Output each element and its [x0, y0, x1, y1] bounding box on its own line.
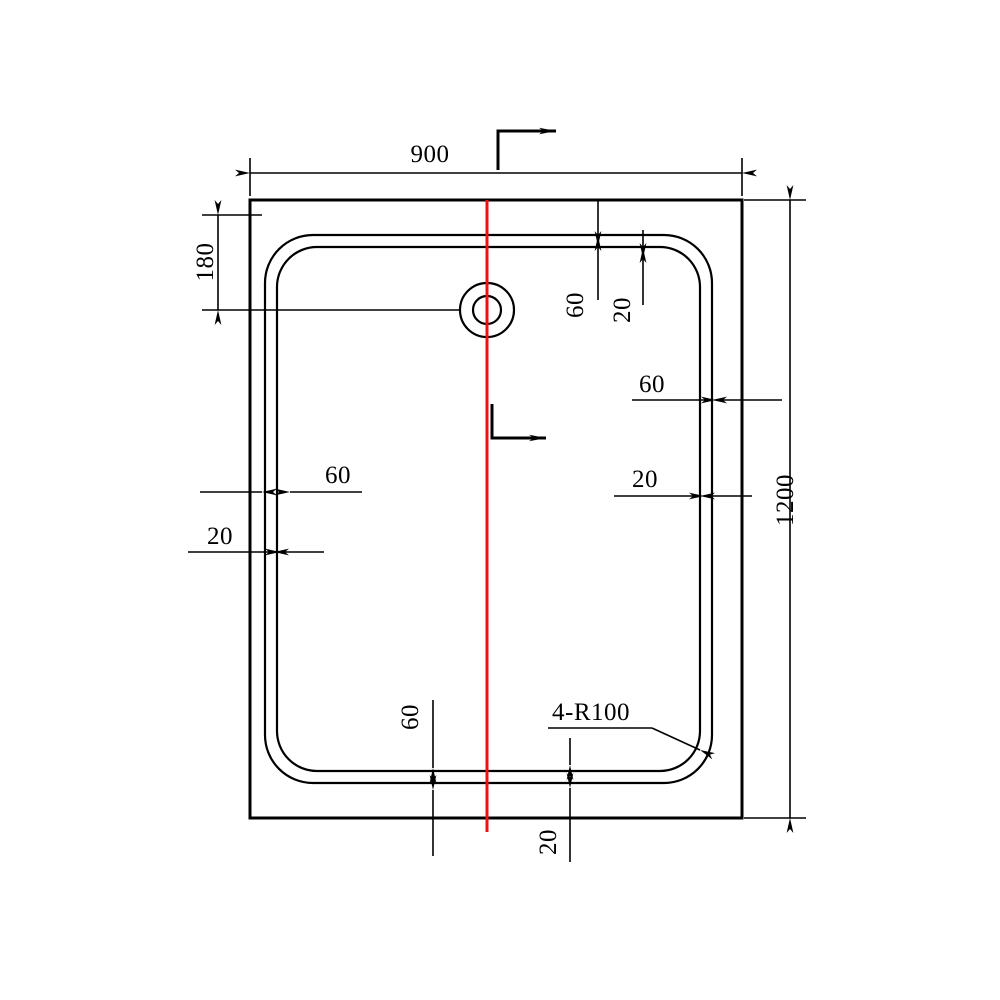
- label-top-20: 20: [609, 297, 636, 323]
- label-right-60: 60: [639, 371, 665, 398]
- outer-frame-rect: [248, 198, 744, 820]
- section-arrow-top: [496, 127, 556, 170]
- dimension-drain-offset-180: [202, 200, 460, 325]
- dimension-width-900: [235, 158, 757, 196]
- label-bottom-20: 20: [535, 829, 562, 855]
- radius-callout-leader: [548, 727, 716, 760]
- section-arrow-middle: [490, 404, 546, 442]
- label-bottom-60: 60: [397, 704, 424, 730]
- label-height-1200: 1200: [772, 474, 799, 526]
- tray-outline-group: [248, 198, 744, 820]
- label-top-60: 60: [562, 292, 589, 318]
- label-right-20: 20: [632, 466, 658, 493]
- label-left-60: 60: [325, 462, 351, 489]
- label-radius-callout: 4-R100: [552, 699, 630, 726]
- label-width-900: 900: [411, 141, 450, 168]
- dimension-height-1200: [744, 185, 806, 833]
- label-drain-offset-180: 180: [192, 243, 219, 282]
- label-left-20: 20: [207, 523, 233, 550]
